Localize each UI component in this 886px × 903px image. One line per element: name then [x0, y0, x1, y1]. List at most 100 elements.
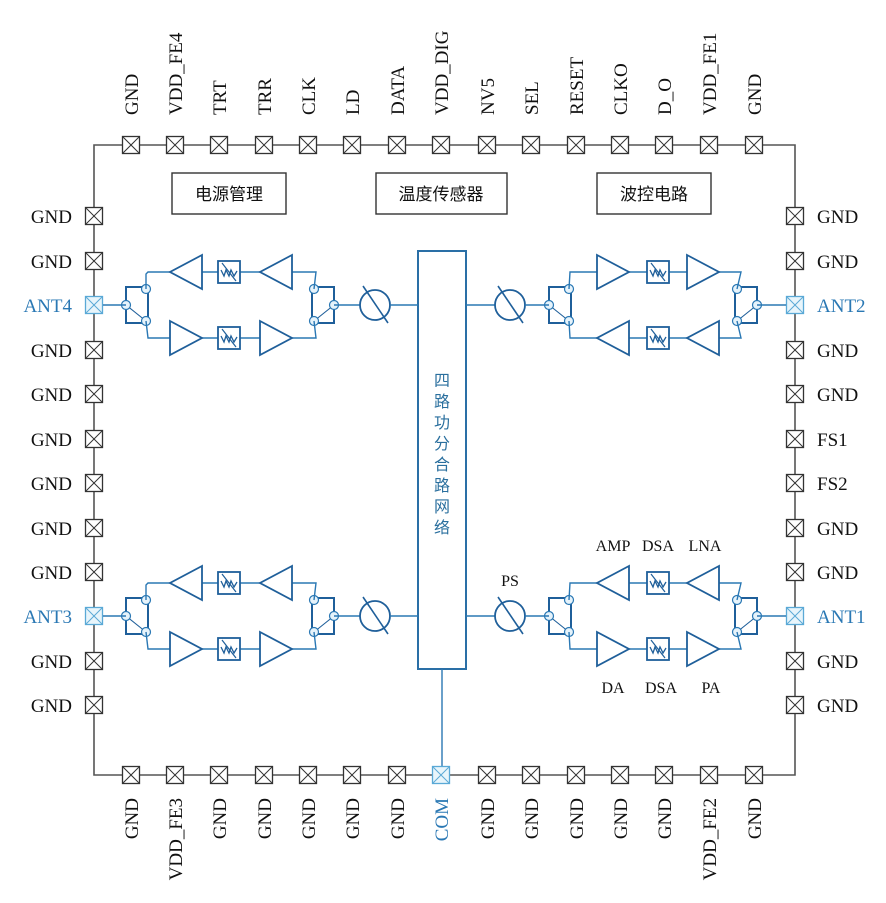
pin-pad-gnd[interactable] [785, 251, 805, 271]
phase-shifter-icon [359, 285, 391, 324]
label-rx-amp: AMP [596, 538, 631, 555]
amplifier-icon [259, 319, 294, 357]
pin-pad-gnd[interactable] [84, 473, 104, 493]
attenuator-dsa-icon [217, 260, 241, 284]
pin-pad-gnd[interactable] [209, 765, 229, 785]
pin-label-top: GND [122, 74, 143, 115]
pin-pad-fs1[interactable] [785, 429, 805, 449]
pin-pad-vdd_fe3[interactable] [165, 765, 185, 785]
pin-pad-gnd[interactable] [785, 518, 805, 538]
pin-label-right: GND [817, 207, 858, 228]
pin-pad-vdd_fe4[interactable] [165, 135, 185, 155]
pin-label-left: GND [31, 341, 72, 362]
pin-pad-gnd[interactable] [654, 765, 674, 785]
pin-pad-gnd[interactable] [254, 765, 274, 785]
pin-pad-gnd[interactable] [84, 340, 104, 360]
pin-pad-gnd[interactable] [785, 206, 805, 226]
pin-label-bottom: GND [522, 798, 543, 839]
title-block-temp-sensor: 温度传感器 [375, 172, 508, 215]
pin-label-bottom: GND [655, 798, 676, 839]
title-block-temp-label: 温度传感器 [399, 185, 484, 205]
pin-label-right: GND [817, 252, 858, 273]
pin-pad-gnd[interactable] [84, 518, 104, 538]
pin-label-right: FS1 [817, 430, 848, 451]
pin-pad-gnd[interactable] [387, 765, 407, 785]
pin-pad-gnd[interactable] [298, 765, 318, 785]
pin-pad-gnd[interactable] [744, 135, 764, 155]
pin-pad-gnd[interactable] [342, 765, 362, 785]
phase-shifter-icon [494, 596, 526, 635]
pin-pad-gnd[interactable] [84, 695, 104, 715]
pin-label-top: SEL [522, 81, 543, 115]
pin-pad-gnd[interactable] [84, 429, 104, 449]
pin-label-bottom: GND [567, 798, 588, 839]
pin-pad-gnd[interactable] [84, 651, 104, 671]
pin-pad-gnd[interactable] [785, 695, 805, 715]
pin-pad-gnd[interactable] [521, 765, 541, 785]
pin-pad-ant2[interactable] [785, 295, 805, 315]
pin-pad-ant4[interactable] [84, 295, 104, 315]
pin-pad-fs2[interactable] [785, 473, 805, 493]
title-block-power: 电源管理 [171, 172, 287, 215]
attenuator-dsa-icon [217, 326, 241, 350]
pin-pad-gnd[interactable] [610, 765, 630, 785]
pin-pad-gnd[interactable] [785, 562, 805, 582]
pin-label-top: LD [343, 90, 364, 115]
pin-pad-vdd_fe1[interactable] [699, 135, 719, 155]
pin-pad-ant3[interactable] [84, 606, 104, 626]
pin-label-top: DATA [388, 66, 409, 115]
center-block-char: 合 [434, 455, 450, 474]
pin-pad-gnd[interactable] [477, 765, 497, 785]
center-block-char: 网 [434, 497, 450, 516]
title-block-wave-label: 波控电路 [620, 185, 688, 205]
pin-pad-gnd[interactable] [121, 135, 141, 155]
amplifier-icon [168, 253, 203, 291]
pin-label-left: GND [31, 563, 72, 584]
amplifier-icon [169, 630, 204, 668]
pin-label-bottom: GND [255, 798, 276, 839]
label-rx-lna: LNA [689, 538, 722, 555]
amplifier-icon [595, 564, 630, 602]
pin-pad-trt[interactable] [209, 135, 229, 155]
pin-label-bottom: GND [388, 798, 409, 839]
pin-label-left: GND [31, 474, 72, 495]
pin-pad-gnd[interactable] [744, 765, 764, 785]
pin-pad-ld[interactable] [342, 135, 362, 155]
pin-pad-gnd[interactable] [84, 384, 104, 404]
pin-label-left: GND [31, 385, 72, 406]
pin-label-right: ANT1 [817, 607, 866, 628]
amplifier-icon [258, 253, 293, 291]
center-block-char: 络 [434, 518, 450, 537]
pin-pad-gnd[interactable] [84, 251, 104, 271]
pin-pad-gnd[interactable] [785, 651, 805, 671]
pin-pad-d_o[interactable] [654, 135, 674, 155]
pin-label-right: GND [817, 563, 858, 584]
center-block-char: 分 [434, 434, 450, 453]
pin-pad-vdd_fe2[interactable] [699, 765, 719, 785]
amplifier-icon [595, 319, 630, 357]
pin-label-top: CLKO [611, 63, 632, 115]
pin-pad-gnd[interactable] [785, 340, 805, 360]
pin-pad-clk[interactable] [298, 135, 318, 155]
pin-pad-clko[interactable] [610, 135, 630, 155]
pin-pad-gnd[interactable] [785, 384, 805, 404]
pin-label-right: GND [817, 341, 858, 362]
pin-pad-sel[interactable] [521, 135, 541, 155]
pin-label-left: GND [31, 252, 72, 273]
pin-pad-ant1[interactable] [785, 606, 805, 626]
pin-label-bottom: COM [432, 798, 453, 841]
pin-pad-vdd_dig[interactable] [431, 135, 451, 155]
pin-label-bottom: GND [299, 798, 320, 839]
pin-label-bottom: VDD_FE2 [700, 798, 721, 880]
pin-pad-gnd[interactable] [566, 765, 586, 785]
pin-pad-data[interactable] [387, 135, 407, 155]
pin-pad-com[interactable] [431, 765, 451, 785]
pin-pad-gnd[interactable] [121, 765, 141, 785]
pin-pad-nv5[interactable] [477, 135, 497, 155]
pin-pad-trr[interactable] [254, 135, 274, 155]
pin-pad-reset[interactable] [566, 135, 586, 155]
pin-pad-gnd[interactable] [84, 206, 104, 226]
pin-pad-gnd[interactable] [84, 562, 104, 582]
amplifier-icon [168, 564, 203, 602]
